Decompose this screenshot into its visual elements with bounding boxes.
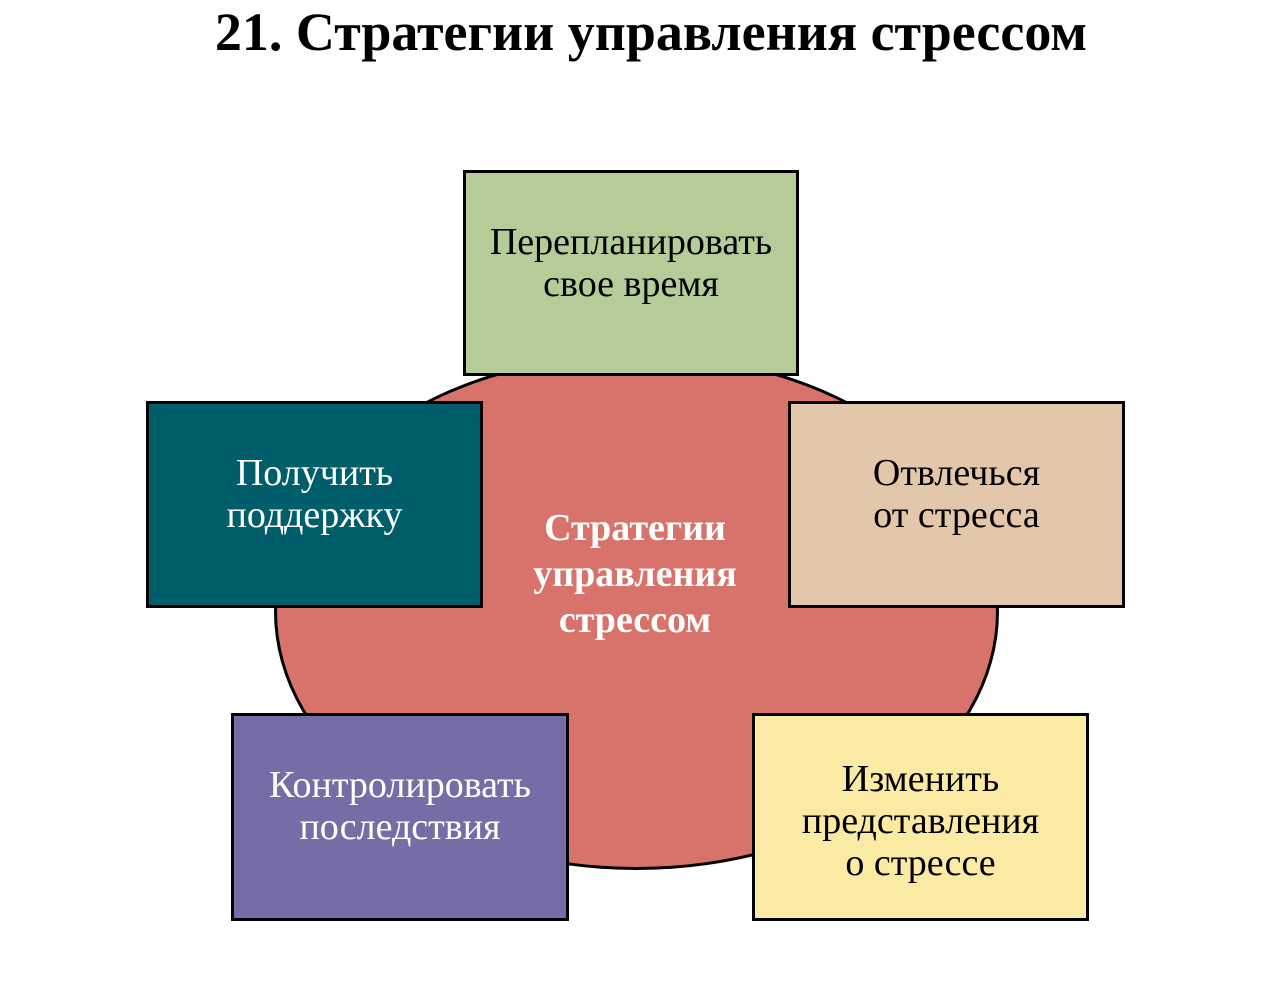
strategy-label-line: последствия: [299, 806, 501, 848]
strategy-label-line: Контролировать: [269, 764, 531, 806]
strategy-label-line: от стресса: [873, 494, 1040, 536]
central-label-line: стрессом: [558, 599, 712, 641]
strategy-label-line: Отвлечься: [872, 452, 1041, 494]
central-label-line: Стратегии: [544, 507, 726, 549]
strategy-box-reschedule-time: Перепланировать свое время: [463, 170, 799, 376]
strategy-box-change-perceptions: Изменить представления о стрессе: [752, 713, 1089, 921]
strategy-label-line: представления: [801, 800, 1040, 842]
strategy-label-line: поддержку: [226, 494, 403, 536]
page-title: 21. Стратегии управления стрессом: [214, 2, 1088, 62]
strategy-label-line: Изменить: [841, 758, 1000, 800]
strategy-label-line: свое время: [543, 263, 719, 305]
strategy-label-line: о стрессе: [845, 842, 996, 884]
strategy-label-line: Получить: [235, 452, 394, 494]
strategy-box-get-support: Получить поддержку: [146, 401, 483, 608]
strategy-label-line: Перепланировать: [489, 221, 773, 263]
strategy-box-control-consequences: Контролировать последствия: [231, 713, 569, 921]
central-label: Стратегии управления стрессом: [470, 505, 800, 643]
central-label-line: управления: [533, 553, 737, 595]
strategy-box-distract-from-stress: Отвлечься от стресса: [788, 401, 1125, 608]
